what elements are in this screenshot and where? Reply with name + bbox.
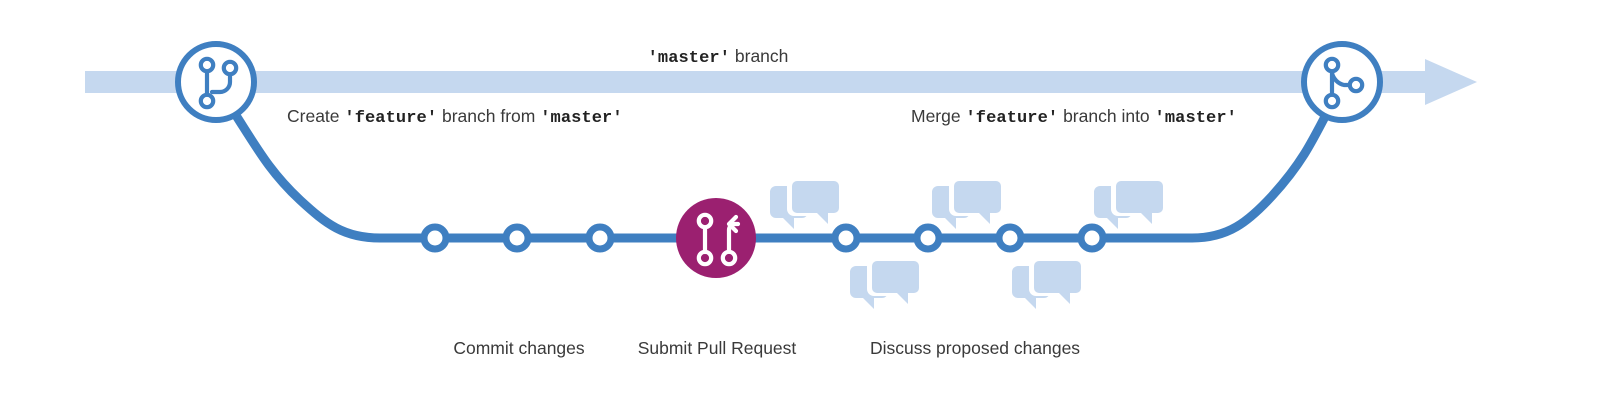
commit-node[interactable] [913,223,943,253]
merge-branch-label-lead: Merge [911,106,961,126]
commit-node[interactable] [502,223,532,253]
arrow-right-icon [1425,59,1477,105]
master-branch-line [85,59,1477,105]
merge-branch-label-master: 'master' [1154,109,1237,128]
commit-node[interactable] [585,223,615,253]
create-branch-label-lead: Create [287,106,340,126]
feature-branch-path [223,98,1337,243]
create-branch-label-feature: 'feature' [344,109,438,128]
merge-branch-label: Merge 'feature' branch into 'master' [911,106,1237,128]
git-merge-icon [1323,56,1365,110]
commit-node[interactable] [831,223,861,253]
master-branch-label-rest: branch [734,46,789,66]
merge-branch-label-feature: 'feature' [965,109,1059,128]
create-branch-label-master: 'master' [540,109,623,128]
submit-pull-request-label: Submit Pull Request [637,338,797,358]
commit-node[interactable] [420,223,450,253]
master-branch-label: 'master' branch [647,46,789,68]
merge-branch-label-mid: branch into [1063,106,1150,126]
discuss-proposed-changes-label: Discuss proposed changes [869,338,1081,358]
commit-node[interactable] [995,223,1025,253]
git-pull-request-icon [696,212,741,267]
commit-node[interactable] [1077,223,1107,253]
create-branch-label-mid: branch from [442,106,536,126]
commit-changes-label: Commit changes [453,338,585,358]
master-branch-label-quoted: 'master' [647,49,731,68]
create-branch-label: Create 'feature' branch from 'master' [287,106,623,128]
git-branch-icon [198,56,239,110]
